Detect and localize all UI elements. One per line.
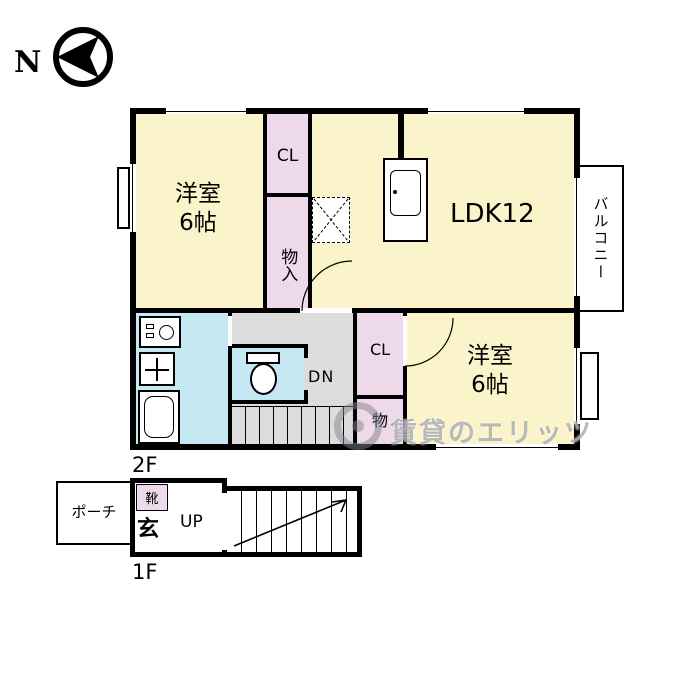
door-gap-room2 bbox=[403, 316, 407, 366]
wall-kitchen-stub bbox=[398, 108, 404, 160]
window-right-room2 bbox=[574, 348, 580, 424]
room-name: 洋室 bbox=[467, 343, 513, 369]
floor1-label: 1F bbox=[132, 560, 158, 584]
stairs-down-steps bbox=[232, 406, 353, 444]
wall-toilet-top bbox=[228, 344, 308, 348]
porch-outline bbox=[56, 481, 132, 545]
door-gap-ldk-hall bbox=[300, 308, 352, 313]
kitchen-counter-icon bbox=[383, 158, 428, 242]
wall-cl-divider-top bbox=[263, 193, 312, 197]
door-gap-washroom bbox=[228, 316, 232, 346]
window-bottom-room2-line bbox=[436, 447, 558, 448]
balcony: バルコニー bbox=[580, 165, 624, 312]
closet-top-label: CL bbox=[276, 146, 299, 166]
wall-room1-closet bbox=[263, 108, 267, 313]
room-size: 6帖 bbox=[471, 371, 509, 398]
wall-hall-closetmid bbox=[353, 313, 357, 444]
wall-washroom-hall bbox=[228, 313, 232, 444]
window-balcony-door bbox=[574, 178, 580, 296]
stairs-down-label: DN bbox=[308, 367, 335, 386]
compass-icon bbox=[53, 27, 113, 87]
wall-closetmid-room2 bbox=[403, 313, 407, 444]
storage-closet-label: 物入 bbox=[277, 248, 298, 282]
room-western-top-label: 洋室 6帖 bbox=[158, 180, 238, 238]
wall-mid-horizontal bbox=[130, 308, 580, 313]
storage-closet-floor bbox=[267, 197, 308, 308]
room-western-top-floor bbox=[136, 114, 263, 308]
window-sill-left bbox=[117, 167, 130, 229]
wall-outer-top bbox=[130, 108, 580, 114]
wall-outer-left bbox=[130, 108, 136, 450]
room-size: 6帖 bbox=[179, 209, 217, 236]
toilet-bowl-icon bbox=[250, 363, 277, 395]
entrance-stairs-opening bbox=[220, 493, 234, 550]
window-top-room1-line bbox=[166, 111, 246, 112]
floor2-label: 2F bbox=[132, 453, 158, 477]
north-label: N bbox=[14, 45, 42, 80]
window-balcony-door-line bbox=[576, 178, 577, 296]
watermark-logo-icon bbox=[334, 402, 382, 450]
closet-mid-label: CL bbox=[369, 340, 391, 359]
washer-pan-icon bbox=[139, 352, 175, 386]
ldk-floor bbox=[312, 114, 574, 308]
wall-toilet-right-stub1 bbox=[304, 344, 308, 358]
stairs-up-steps bbox=[227, 491, 357, 552]
closet-top-floor bbox=[267, 114, 308, 193]
window-left-room1 bbox=[130, 164, 136, 232]
stairs-up-label: UP bbox=[180, 512, 203, 532]
balcony-label: バルコニー bbox=[591, 196, 610, 281]
closet-mid-floor bbox=[357, 313, 403, 395]
window-top-ldk-line bbox=[428, 111, 524, 112]
room-western-bottom-label: 洋室 6帖 bbox=[442, 342, 538, 400]
watermark-text: 賃貸のエリッツ bbox=[390, 418, 593, 449]
pipe-space-box bbox=[312, 197, 350, 243]
wall-toilet-right-stub2 bbox=[304, 390, 308, 404]
wall-toilet-bottom bbox=[228, 400, 308, 404]
bathtub-icon bbox=[138, 390, 180, 444]
porch-label: ポーチ bbox=[71, 503, 117, 521]
ldk-label: LDK12 bbox=[450, 199, 535, 229]
wall-cl-divider-mid bbox=[353, 395, 407, 399]
shoe-cabinet-label: 靴 bbox=[145, 492, 159, 507]
window-sill-right bbox=[580, 352, 599, 420]
room-name: 洋室 bbox=[175, 181, 221, 207]
entrance-label: 玄 bbox=[137, 517, 160, 542]
shoe-cabinet: 靴 bbox=[136, 484, 168, 511]
window-right-room2-line bbox=[576, 348, 577, 424]
washbasin-icon bbox=[139, 316, 181, 348]
window-left-room1-line bbox=[132, 164, 133, 232]
wall-closet-ldk bbox=[308, 108, 312, 313]
